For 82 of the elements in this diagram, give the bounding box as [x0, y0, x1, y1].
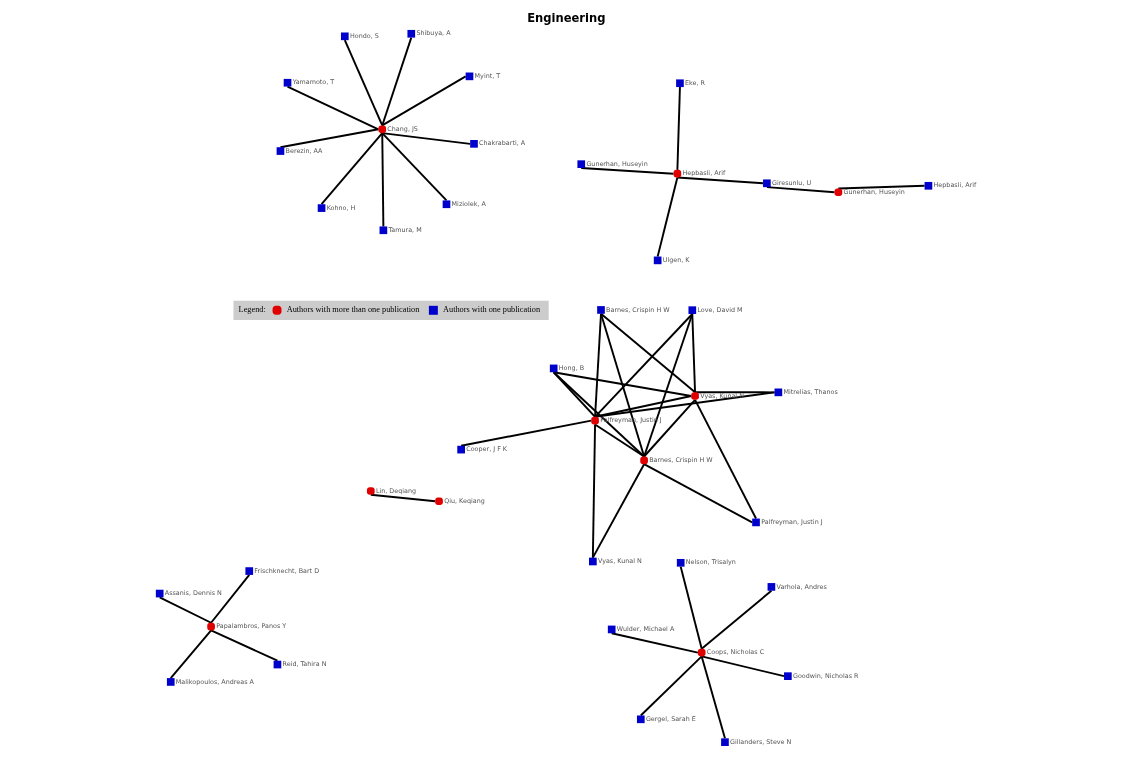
connector: [693, 398, 757, 520]
node-box: [379, 226, 387, 235]
connector: [599, 312, 696, 394]
connector: [642, 398, 696, 458]
node-box: [406, 29, 415, 38]
connector: [169, 629, 212, 680]
connector: [693, 391, 775, 394]
connector: [459, 419, 592, 447]
connector: [593, 313, 693, 418]
node-circle: [434, 497, 443, 506]
node-circle: [590, 416, 599, 425]
node-box: [675, 79, 684, 88]
node-box: [783, 672, 792, 680]
connector: [675, 176, 764, 185]
connector: [836, 184, 926, 190]
node-box: [456, 445, 465, 454]
connector: [552, 371, 596, 418]
node-box: [276, 147, 284, 155]
node-circle: [366, 487, 375, 495]
connector: [656, 176, 678, 258]
node-box: [317, 204, 325, 212]
connector: [380, 132, 384, 228]
connector: [700, 655, 726, 740]
node-box: [774, 388, 782, 397]
node-box: [155, 589, 164, 598]
node-box: [588, 557, 597, 566]
connector: [765, 186, 835, 194]
connector: [552, 371, 645, 458]
connector: [380, 132, 447, 202]
connector: [343, 39, 383, 127]
node-box: [751, 518, 760, 527]
node-box: [720, 738, 729, 746]
connector: [579, 167, 674, 175]
connector: [279, 128, 379, 149]
node-box: [549, 364, 558, 373]
connector: [642, 313, 693, 458]
node-box: [166, 678, 175, 686]
connector: [679, 565, 703, 650]
node-box: [596, 306, 605, 314]
node-box: [340, 32, 349, 41]
connector: [552, 371, 692, 397]
connector: [286, 85, 379, 131]
connector: [675, 86, 681, 171]
connector: [700, 655, 785, 678]
node-box: [767, 583, 775, 591]
connector: [700, 589, 772, 650]
connector: [320, 132, 383, 206]
node-circle: [834, 188, 842, 197]
connector: [591, 463, 645, 559]
node-box: [636, 715, 645, 724]
connector: [158, 596, 212, 624]
node-box: [465, 72, 473, 81]
node-box: [924, 181, 932, 190]
connector: [380, 36, 412, 127]
connector: [209, 573, 250, 624]
node-circle: [639, 456, 648, 465]
node-box: [576, 160, 585, 168]
node-circle: [206, 622, 215, 631]
node-circle: [697, 648, 706, 657]
node-box: [687, 306, 696, 314]
node-box: [283, 78, 291, 87]
connector: [639, 655, 703, 717]
connector: [690, 313, 696, 394]
node-circle: [690, 392, 699, 400]
connector: [591, 423, 596, 559]
node-circle: [377, 125, 386, 134]
node-box: [244, 567, 253, 575]
connector: [599, 312, 645, 458]
diagram-title: Engineering: [526, 10, 605, 25]
connector: [209, 629, 278, 662]
node-box: [607, 625, 616, 634]
node-box: [442, 200, 450, 209]
node-box: [653, 256, 661, 265]
connector: [610, 632, 699, 654]
node-circle: [673, 169, 681, 178]
node-box: [273, 660, 281, 669]
node-box: [676, 558, 685, 567]
node-box: [762, 179, 771, 188]
connector: [369, 493, 436, 503]
node-box: [469, 140, 478, 148]
connector: [593, 423, 645, 458]
connector: [642, 463, 753, 524]
